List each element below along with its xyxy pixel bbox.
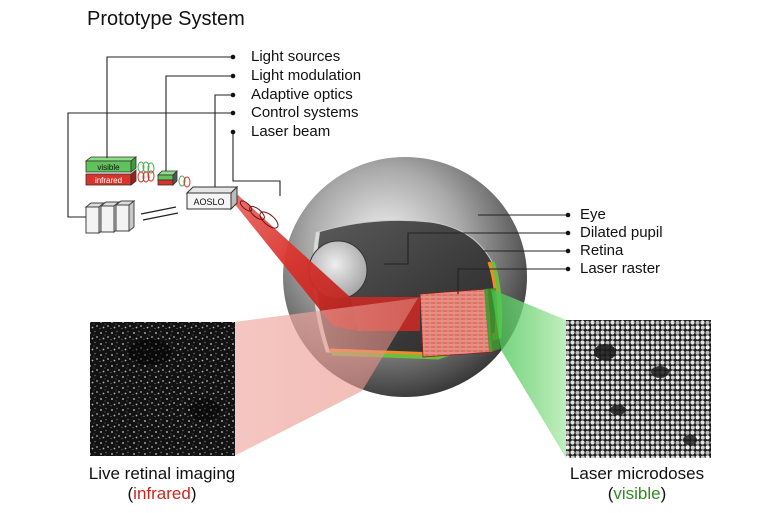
caption-visible-word: visible [613,484,661,503]
diagram-title: Prototype System [87,8,245,30]
eye-callout-lines [384,214,568,294]
label-light-modulation: Light modulation [251,67,362,84]
infrared-box-label: infrared [95,176,122,185]
label-light-sources: Light sources [251,48,341,65]
label-control-systems: Control systems [251,104,359,121]
caption-infrared-word: infrared [133,484,191,503]
fiber-coils [137,161,191,188]
label-laser-raster: Laser raster [580,260,661,277]
visible-projection [491,289,566,458]
caption-live-imaging: Live retinal imaging (infrared) [52,464,272,504]
label-adaptive-optics: Adaptive optics [251,86,353,103]
label-retina: Retina [580,242,624,259]
system-callout-dots [230,54,236,135]
infrared-retinal-image [90,322,235,456]
caption-laser-microdoses-mode: (visible) [607,484,667,503]
system-callout-lines [67,56,281,218]
label-dilated-pupil: Dilated pupil [580,224,663,241]
caption-live-imaging-mode: (infrared) [127,484,197,503]
caption-live-imaging-title: Live retinal imaging [88,464,236,483]
laser-raster [419,288,494,358]
infrared-projection [234,298,418,456]
visible-retinal-image [566,320,711,458]
label-eye: Eye [580,206,606,223]
caption-laser-microdoses-title: Laser microdoses [569,464,705,483]
eye-callout-dots [565,212,571,272]
modulation-box [157,174,174,181]
caption-laser-microdoses: Laser microdoses (visible) [527,464,747,504]
laser-beam-cone [233,195,358,331]
visible-box-label: visible [97,163,120,172]
aoslo-label: AOSLO [193,197,224,207]
label-laser-beam: Laser beam [251,123,331,140]
apparatus [84,156,239,235]
control-computers [84,199,136,235]
